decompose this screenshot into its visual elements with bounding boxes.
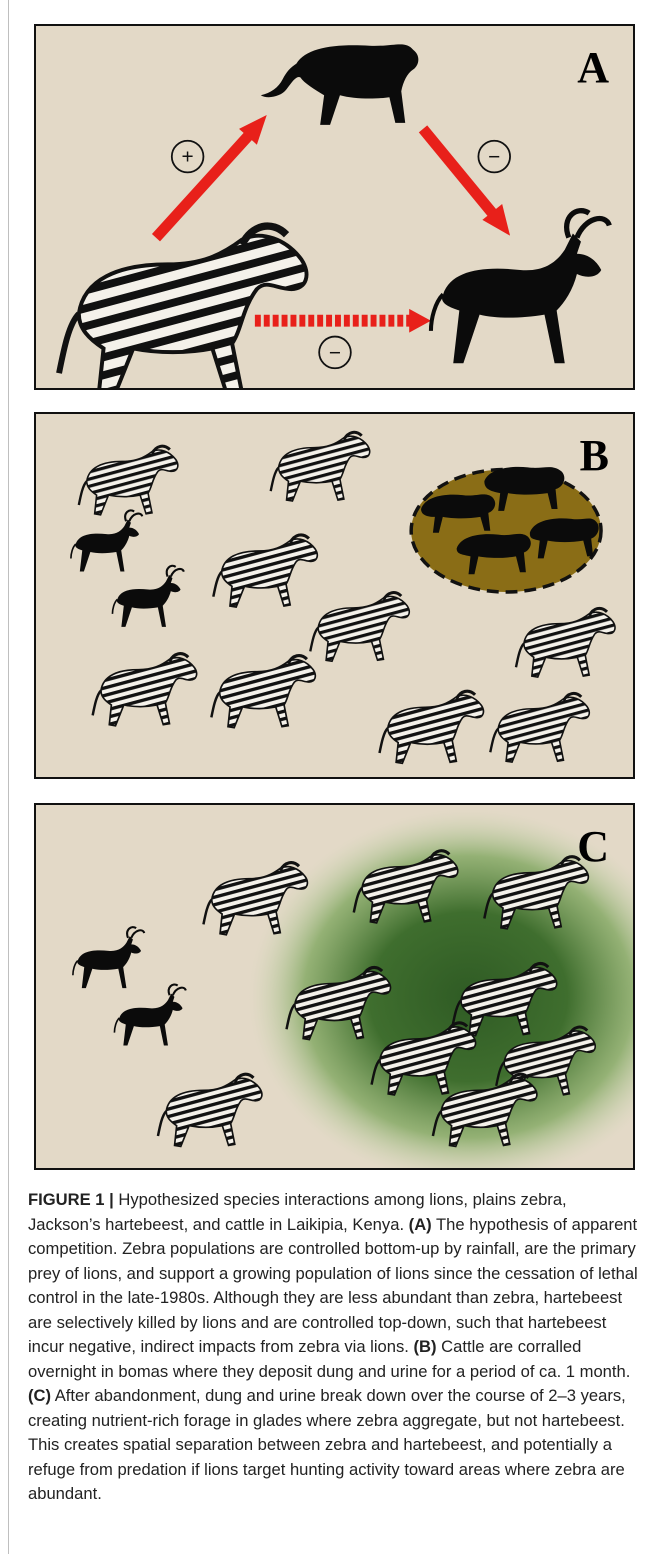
zebra-icon	[516, 608, 615, 677]
plus-sign: +	[182, 145, 194, 168]
panel-b: B	[34, 412, 635, 779]
hartebeest-icon	[71, 510, 142, 571]
hartebeest-icon	[73, 927, 144, 988]
zebra-icon	[213, 535, 317, 607]
zebra-icon	[93, 654, 197, 726]
zebra-icon	[211, 656, 315, 728]
panel-b-illustration	[36, 414, 633, 777]
minus-sign-right: −	[488, 145, 500, 168]
caption-label-c: (C)	[28, 1386, 51, 1405]
zebra-icon	[79, 446, 178, 515]
panel-letter-b: B	[580, 434, 609, 478]
zebra-icon	[380, 691, 484, 763]
panel-a: + − − A	[34, 24, 635, 390]
minus-sign-bottom: −	[329, 341, 341, 364]
arrow-zebra-to-hartebeest-dashed	[255, 309, 431, 333]
arrow-zebra-to-lion	[156, 115, 267, 238]
figure-caption: FIGURE 1 | Hypothesized species interact…	[28, 1188, 640, 1507]
hartebeest-icon	[431, 211, 609, 364]
panel-c-illustration	[36, 805, 633, 1168]
zebra-icon	[271, 432, 370, 501]
caption-text-c: After abandonment, dung and urine break …	[28, 1386, 626, 1503]
caption-label-b: (B)	[414, 1337, 437, 1356]
hartebeest-icon	[114, 985, 185, 1046]
zebra-icon	[310, 593, 409, 662]
hartebeest-icon	[112, 566, 183, 627]
lion-icon	[261, 44, 419, 125]
boma-icon	[411, 467, 601, 592]
panel-letter-c: C	[577, 825, 609, 869]
zebra-icon	[59, 226, 306, 388]
figure-label: FIGURE 1 |	[28, 1190, 114, 1209]
panel-letter-a: A	[577, 46, 609, 90]
zebra-icon	[158, 1074, 262, 1146]
zebra-icon	[490, 693, 589, 762]
caption-text-a: The hypothesis of apparent competition. …	[28, 1215, 638, 1357]
caption-label-a: (A)	[409, 1215, 432, 1234]
panel-c: C	[34, 803, 635, 1170]
left-margin-rule	[8, 0, 9, 1554]
panel-a-illustration: + − −	[36, 26, 633, 388]
